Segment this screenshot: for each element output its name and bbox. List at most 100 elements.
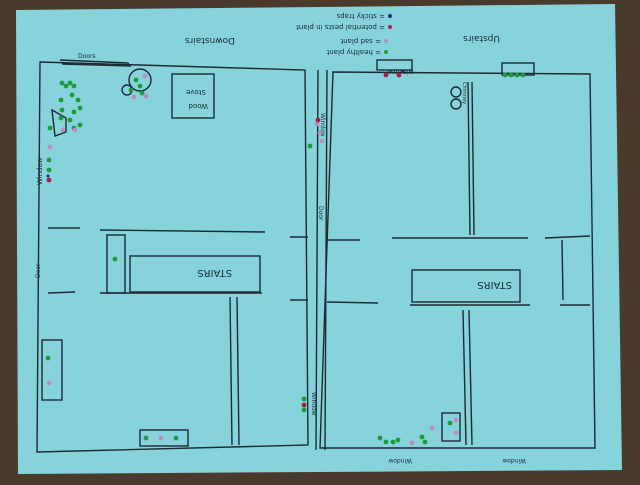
healthy-plant-dot <box>59 107 65 113</box>
plant-shelf-left <box>51 108 67 137</box>
label-stairs-up: STAIRS <box>477 279 512 290</box>
upstairs-hall-wall-top <box>327 235 591 241</box>
sad-plant-dot <box>143 93 149 99</box>
healthy-plant-dot <box>67 80 73 86</box>
plant-group-circle <box>128 68 152 92</box>
downstairs-hall-wall-top <box>48 227 308 238</box>
healthy-plant-dot <box>128 87 134 93</box>
healthy-plant-dot <box>383 439 389 445</box>
upstairs-heading: Upstairs <box>463 33 500 43</box>
legend-healthy-label: = healthy plant <box>326 48 381 56</box>
pests-plant-dot <box>315 117 321 123</box>
healthy-plant-dot <box>112 256 118 262</box>
sad-plant-dot <box>453 430 459 436</box>
healthy-plant-dot <box>508 72 514 78</box>
healthy-plant-dot <box>63 83 69 89</box>
chimney-circle <box>450 98 462 110</box>
sad-plant-dot <box>453 417 459 423</box>
sad-plant-dot <box>46 380 52 386</box>
sad-plant-dot <box>317 130 323 136</box>
healthy-plant-dot <box>77 105 83 111</box>
legend: = healthy plant = sad plant = potential … <box>296 12 392 56</box>
healthy-plant-dot <box>390 439 396 445</box>
sad-plant-dot <box>142 73 148 79</box>
label-stairs-down: STAIRS <box>197 267 232 278</box>
healthy-plant-dot <box>307 143 313 149</box>
legend-pests-dot <box>388 25 392 29</box>
healthy-plant-dot <box>133 77 139 83</box>
plant-shelf-lower-left <box>41 339 63 401</box>
healthy-plant-dot <box>71 83 77 89</box>
label-door-left: Door <box>35 263 42 278</box>
label-window-left: Window <box>36 157 44 185</box>
label-window-up-1: window <box>387 68 414 76</box>
legend-traps-label: = sticky traps <box>336 12 385 20</box>
healthy-plant-dot <box>46 167 52 173</box>
sad-plant-dot <box>47 144 53 150</box>
plant-box-upstairs <box>441 412 461 442</box>
healthy-plant-dot <box>45 355 51 361</box>
legend-healthy-dot <box>384 50 388 54</box>
legend-pests-label: = potential pests in plant <box>296 23 385 31</box>
healthy-plant-dot <box>173 435 179 441</box>
healthy-plant-dot <box>59 80 65 86</box>
pests-plant-dot <box>301 402 307 408</box>
healthy-plant-dot <box>71 109 77 115</box>
pests-plant-dot <box>46 177 52 183</box>
sad-plant-dot <box>72 127 78 133</box>
downstairs-hall-wall-bottom <box>47 291 308 301</box>
healthy-plant-dot <box>502 72 508 78</box>
healthy-plant-dot <box>139 90 145 96</box>
upstairs-closet-wall <box>561 239 564 301</box>
healthy-plant-dot <box>301 396 307 402</box>
healthy-plant-dot <box>520 72 526 78</box>
sad-plant-dot <box>60 127 66 133</box>
upstairs-hall-wall-bottom <box>326 301 590 306</box>
healthy-plant-dot <box>514 72 520 78</box>
sad-plant-dot <box>409 440 415 446</box>
traps-plant-dot <box>401 69 405 73</box>
healthy-plant-dot <box>301 407 307 413</box>
sad-plant-dot <box>314 121 320 127</box>
doors-top <box>59 59 132 67</box>
plant-shelf-bottom <box>139 429 189 447</box>
healthy-plant-dot <box>75 97 81 103</box>
healthy-plant-dot <box>422 439 428 445</box>
upstairs-vertical-wall-bottom <box>462 309 473 446</box>
healthy-plant-dot <box>69 92 75 98</box>
sad-plant-dot <box>158 435 164 441</box>
label-window-mid-top: Window <box>319 113 326 137</box>
label-window-up-bottom-1: Window <box>388 457 412 464</box>
traps-plant-dot <box>46 174 50 178</box>
label-chimney: Chimney <box>461 82 467 104</box>
stairs-down-box <box>129 255 261 293</box>
window-up-1-frame <box>376 59 413 71</box>
healthy-plant-dot <box>419 434 425 440</box>
healthy-plant-dot <box>58 97 64 103</box>
sad-plant-dot <box>131 94 137 100</box>
healthy-plant-dot <box>58 115 64 121</box>
healthy-plant-dot <box>137 83 143 89</box>
healthy-plant-dot <box>447 420 453 426</box>
label-window-up-bottom-2: Window <box>502 457 526 464</box>
sad-plant-dot <box>319 138 325 144</box>
pests-plant-dot <box>396 72 402 78</box>
stair-landing <box>106 234 126 294</box>
downstairs-outline <box>36 61 309 453</box>
pests-plant-dot <box>383 72 389 78</box>
legend-traps-dot <box>388 14 392 18</box>
wood-stove-box <box>171 73 215 119</box>
chimney-circle <box>450 86 462 98</box>
plant-markers <box>45 69 526 446</box>
healthy-plant-dot <box>67 117 73 123</box>
label-doors: Doors <box>78 53 96 60</box>
healthy-plant-dot <box>77 122 83 128</box>
downstairs-inner-wall <box>229 296 240 446</box>
label-door-mid: Door <box>317 206 324 221</box>
upstairs-vertical-wall-top <box>467 81 475 236</box>
downstairs-heading: Downstairs <box>185 35 235 45</box>
healthy-plant-dot <box>143 435 149 441</box>
sad-plant-dot <box>429 425 435 431</box>
